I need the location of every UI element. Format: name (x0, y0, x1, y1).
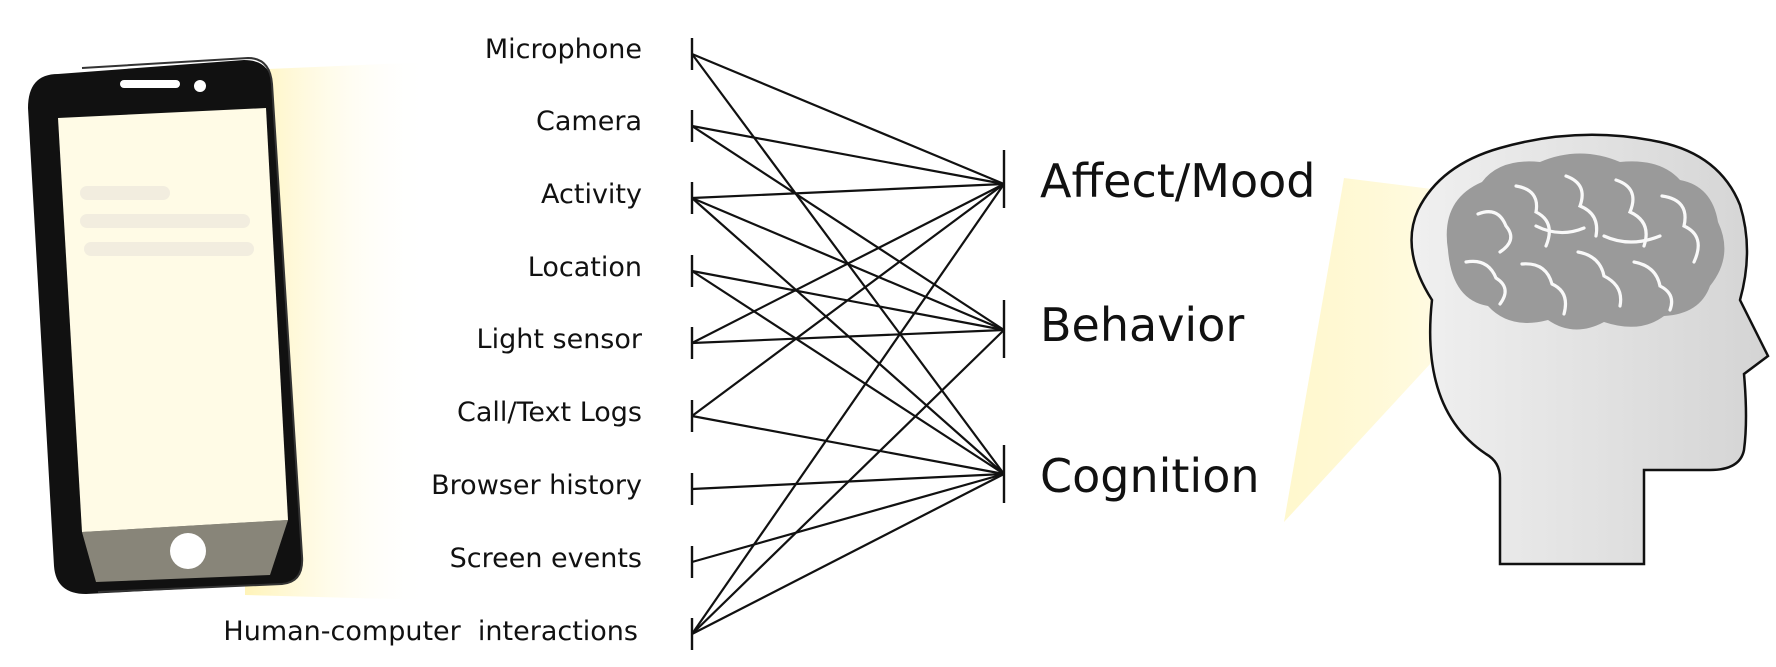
data-sources: Microphone Camera Activity Location Ligh… (223, 34, 694, 650)
link-hci-to-cognition (691, 473, 1005, 635)
source-hci: Human-computer interactions (223, 616, 694, 650)
link-location-to-cognition (691, 270, 1005, 475)
source-label: Screen events (450, 543, 642, 574)
source-label: Browser history (431, 470, 642, 501)
link-light-sensor-to-affect (691, 183, 1005, 344)
source-location: Location (528, 252, 694, 287)
source-camera: Camera (536, 106, 694, 142)
source-microphone: Microphone (485, 34, 694, 70)
link-call-text-logs-to-cognition (691, 414, 1005, 476)
link-hci-to-behavior (691, 329, 1005, 635)
link-call-text-logs-to-affect (691, 183, 1005, 417)
link-camera-to-behavior (691, 125, 1005, 331)
target-affect: Affect/Mood (1002, 150, 1315, 208)
source-light-sensor: Light sensor (477, 324, 694, 359)
target-cognition: Cognition (1002, 445, 1260, 503)
link-activity-to-affect (691, 182, 1005, 200)
link-hci-to-affect (691, 183, 1005, 635)
link-light-sensor-to-behavior (691, 328, 1005, 345)
source-label: Microphone (485, 34, 642, 65)
mental-states: Affect/Mood Behavior Cognition (1002, 150, 1315, 503)
target-behavior: Behavior (1002, 298, 1244, 358)
source-label: Activity (541, 179, 642, 210)
link-screen-events-to-cognition (691, 472, 1005, 564)
source-activity: Activity (541, 179, 694, 214)
target-label: Cognition (1040, 449, 1260, 503)
connection-lines (691, 52, 1005, 635)
link-microphone-to-affect (691, 52, 1005, 186)
source-browser-history: Browser history (431, 470, 694, 505)
target-label: Affect/Mood (1040, 154, 1315, 208)
source-label: Camera (536, 106, 642, 137)
source-call-text-logs: Call/Text Logs (457, 397, 694, 432)
link-camera-to-affect (691, 124, 1005, 186)
source-label: Human-computer interactions (223, 616, 638, 647)
source-label: Call/Text Logs (457, 397, 642, 428)
source-label: Location (528, 252, 642, 283)
source-screen-events: Screen events (450, 543, 694, 578)
brain-icon (1446, 153, 1725, 330)
target-label: Behavior (1040, 298, 1244, 352)
source-label: Light sensor (477, 324, 643, 355)
smartphone-icon (28, 56, 304, 594)
